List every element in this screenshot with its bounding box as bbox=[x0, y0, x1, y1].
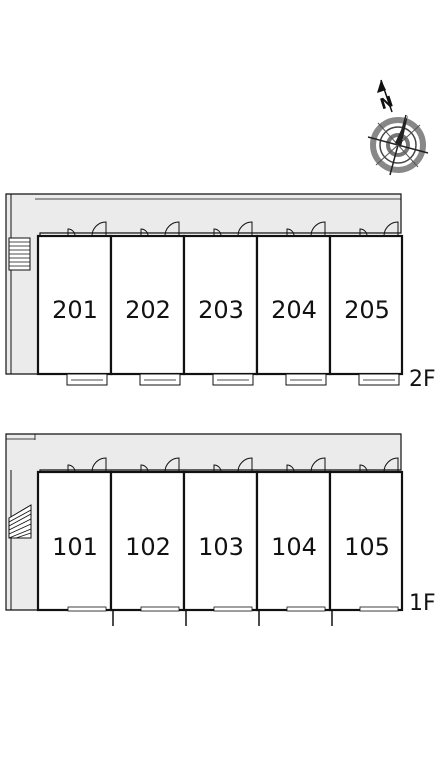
unit-label: 201 bbox=[52, 296, 98, 324]
north-label: N bbox=[378, 92, 396, 113]
unit-105: 105 bbox=[328, 457, 404, 612]
unit-label: 204 bbox=[271, 296, 317, 324]
stairs-icon bbox=[8, 504, 32, 539]
floor-2f: 201 202 203 204 bbox=[5, 193, 436, 392]
north-arrow-icon: N bbox=[377, 79, 396, 113]
floor-1f: 101 102 103 104 105 bbox=[5, 433, 436, 626]
unit-202: 202 bbox=[109, 221, 186, 386]
floor-label-1f: 1F bbox=[409, 591, 436, 616]
compass-rose-icon bbox=[367, 114, 429, 176]
unit-101: 101 bbox=[36, 457, 113, 612]
floor-label-2f: 2F bbox=[409, 367, 436, 392]
unit-label: 102 bbox=[125, 533, 171, 561]
unit-205: 205 bbox=[328, 221, 404, 386]
unit-103: 103 bbox=[182, 457, 259, 612]
unit-102: 102 bbox=[109, 457, 186, 612]
unit-label: 105 bbox=[344, 533, 390, 561]
unit-label: 205 bbox=[344, 296, 390, 324]
unit-201: 201 bbox=[36, 221, 113, 386]
corridor-2f bbox=[5, 193, 402, 375]
unit-104: 104 bbox=[255, 457, 332, 612]
unit-label: 101 bbox=[52, 533, 98, 561]
unit-label: 104 bbox=[271, 533, 317, 561]
unit-204: 204 bbox=[255, 221, 332, 386]
unit-label: 202 bbox=[125, 296, 171, 324]
unit-203: 203 bbox=[182, 221, 259, 386]
unit-label: 203 bbox=[198, 296, 244, 324]
stairs-icon bbox=[8, 237, 31, 271]
unit-label: 103 bbox=[198, 533, 244, 561]
corridor-1f bbox=[5, 433, 402, 611]
